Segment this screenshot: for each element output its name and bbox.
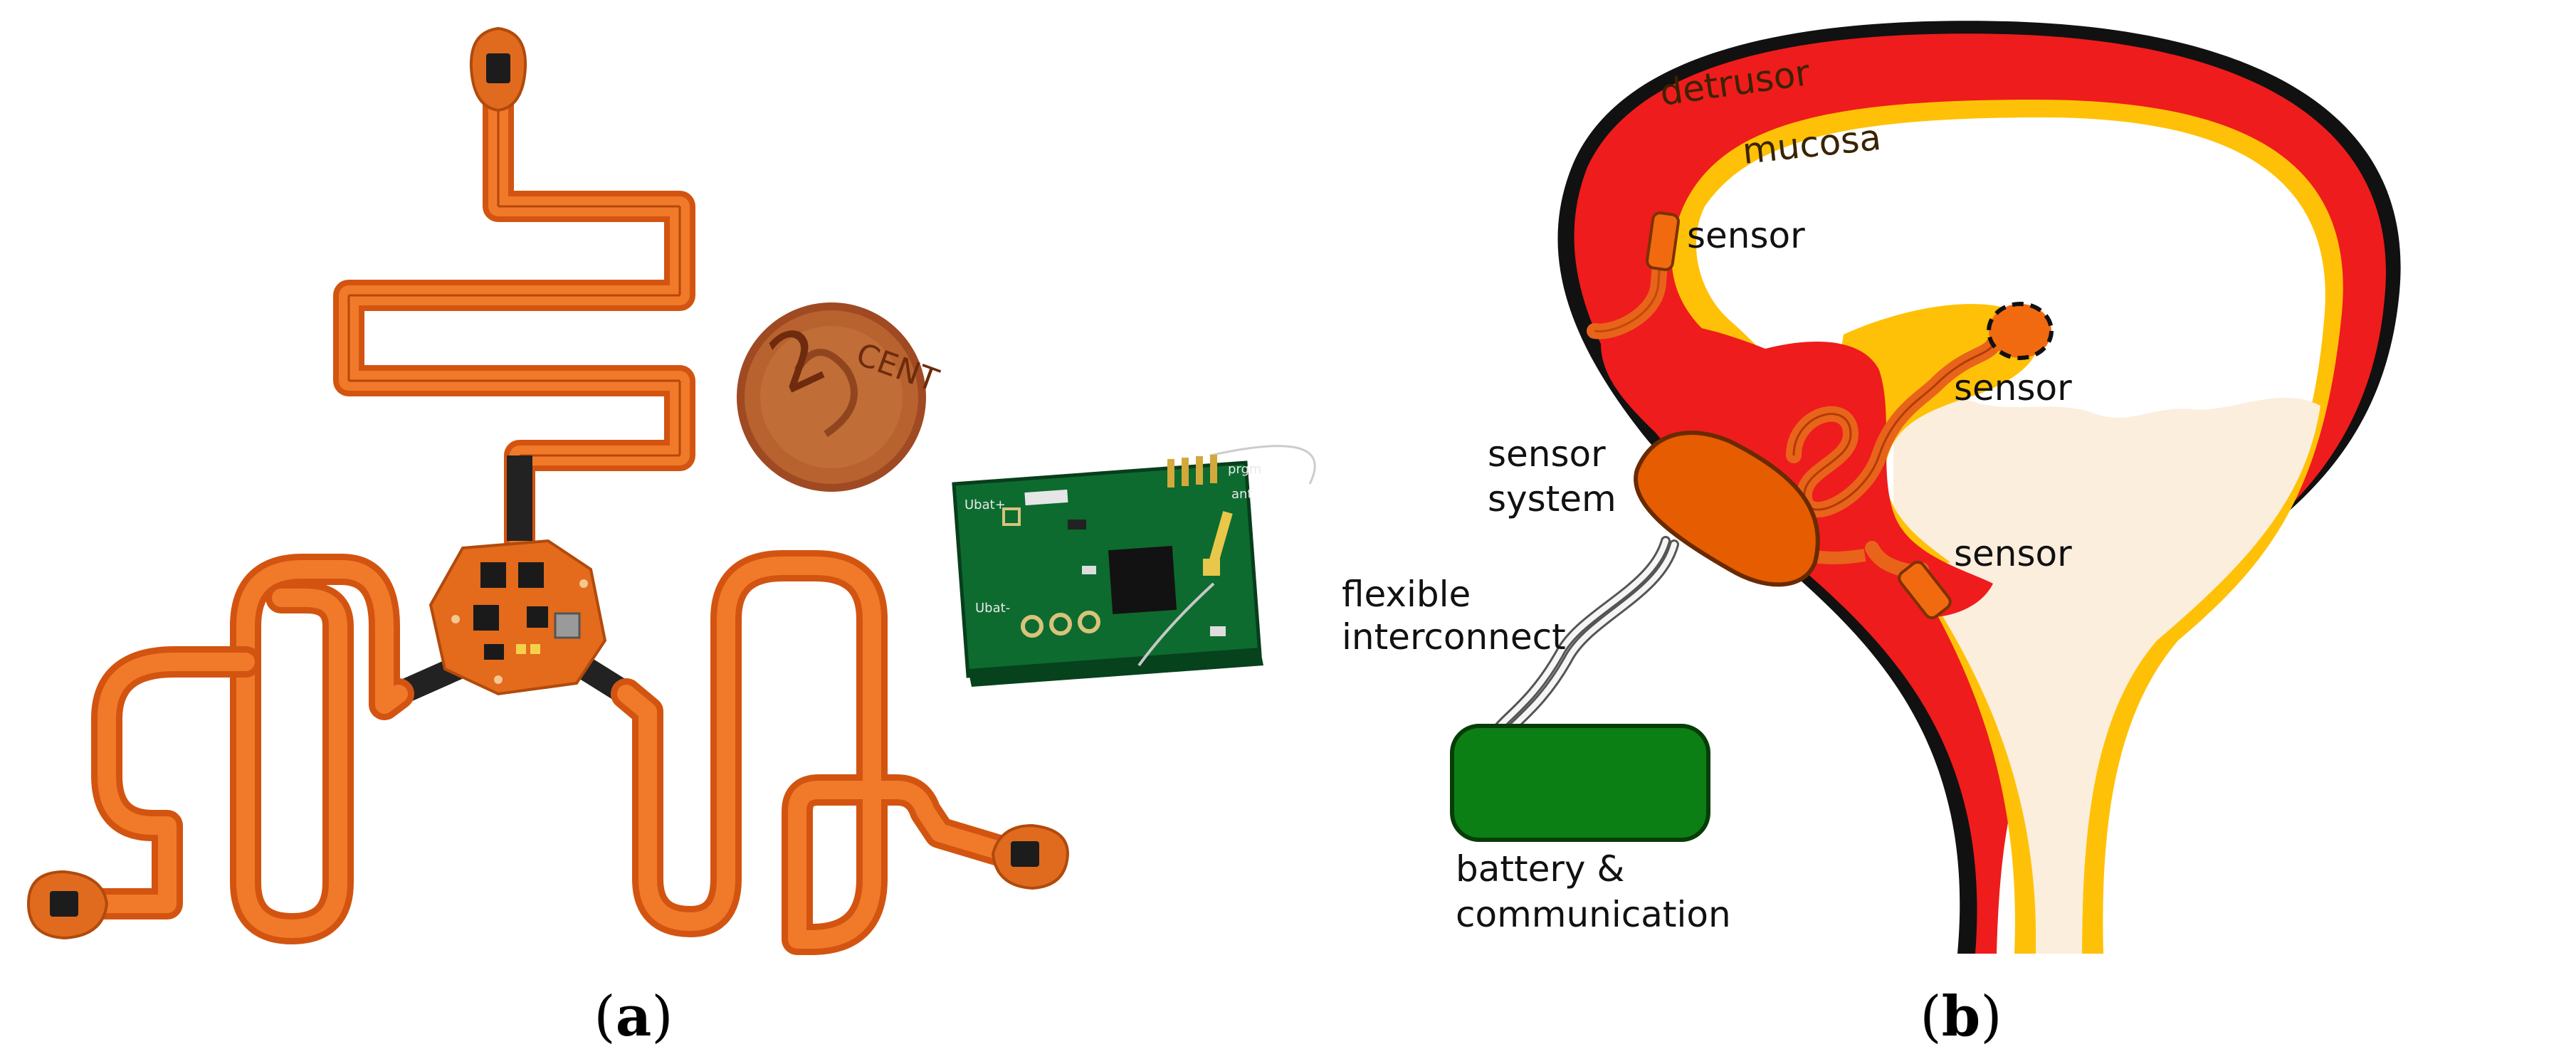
label-sensor-bottom: sensor xyxy=(1954,533,2072,574)
pcb-label-ant: ant xyxy=(1231,487,1253,502)
pcb-label-ubat-minus: Ubat- xyxy=(975,601,1010,616)
sensor-pad-top xyxy=(469,26,527,112)
coin: 2 CENT xyxy=(737,302,943,492)
urine xyxy=(1893,392,2320,954)
flexible-interconnect xyxy=(1490,536,1679,744)
battery-module xyxy=(1450,724,1710,842)
label-battery-1: battery & xyxy=(1456,848,1624,890)
sensor-top xyxy=(1646,211,1680,271)
flex-arm-top xyxy=(333,52,695,557)
flex-arm-left xyxy=(48,554,475,944)
sensor-right xyxy=(1987,302,2054,360)
label-battery-2: communication xyxy=(1456,894,1731,935)
panel-label-a: (a) xyxy=(594,984,673,1049)
flex-arm-right xyxy=(557,550,1026,955)
sensor-system xyxy=(1634,431,1820,587)
panel-label-b: (b) xyxy=(1920,984,2002,1049)
panel-b-diagram: detrusor mucosa sensor sensor sensor sen… xyxy=(1342,21,2401,954)
pcb-board: Ubat+ Ubat- prgm ant xyxy=(952,445,1316,687)
label-sensor-right: sensor xyxy=(1954,367,2072,409)
pcb-label-prgm: prgm xyxy=(1228,462,1261,477)
sensor-bottom xyxy=(1898,560,1952,620)
label-sensor-top: sensor xyxy=(1687,215,1805,256)
label-sensor-system-2: system xyxy=(1488,478,1616,520)
sensor-pad-left xyxy=(26,870,109,940)
sensor-pad-right xyxy=(991,823,1070,890)
label-sensor-system-1: sensor xyxy=(1488,433,1606,475)
sensor-hub xyxy=(429,539,607,696)
panel-a-photo: 2 CENT Ubat+ Ubat- prgm xyxy=(26,26,1316,955)
pcb-label-ubat-plus: Ubat+ xyxy=(964,497,1006,512)
label-interconnect-2: interconnect xyxy=(1342,616,1566,658)
label-interconnect-1: flexible xyxy=(1342,574,1471,615)
